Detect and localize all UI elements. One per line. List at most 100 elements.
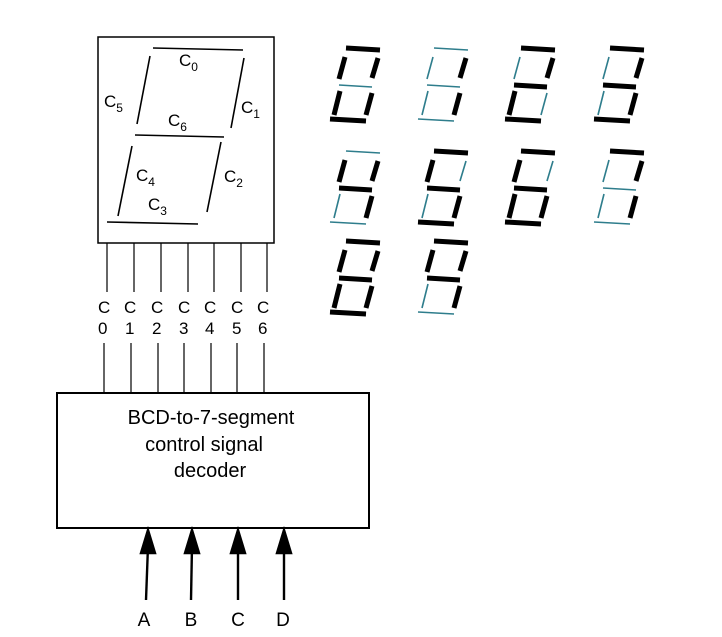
input-arrow-a bbox=[139, 525, 157, 601]
digit-7-segment-c3-off bbox=[593, 221, 631, 225]
digit-5-segment-c5-on bbox=[424, 159, 436, 183]
input-arrow-c bbox=[229, 525, 247, 600]
input-label-b: B bbox=[185, 610, 198, 631]
pin-label-c3-top: C bbox=[178, 298, 190, 317]
digit-9-segment-c4-off bbox=[421, 283, 429, 309]
pin-label-c0-bottom: 0 bbox=[98, 319, 107, 338]
segment-c6 bbox=[134, 134, 225, 138]
digit-8 bbox=[329, 238, 381, 317]
digit-1-segment-c5-off bbox=[426, 56, 434, 80]
segment-c0 bbox=[152, 47, 244, 51]
digit-3-segment-c6-on bbox=[602, 82, 637, 90]
pin-label-c3-bottom: 3 bbox=[179, 319, 188, 338]
digit-4-segment-c0-off bbox=[345, 150, 381, 154]
segment-label-c3: C3 bbox=[148, 195, 167, 218]
display-pins bbox=[106, 243, 268, 292]
digit-5-segment-c2-on bbox=[451, 195, 463, 219]
pin-label-c1-bottom: 1 bbox=[125, 319, 134, 338]
digit-5 bbox=[417, 148, 469, 227]
digit-2-segment-c5-off bbox=[513, 56, 521, 80]
digit-0 bbox=[329, 45, 381, 124]
pin-label-c6-bottom: 6 bbox=[258, 319, 267, 338]
segment-c5 bbox=[136, 55, 151, 125]
digit-2-segment-c2-off bbox=[540, 92, 548, 116]
digit-2-segment-c4-on bbox=[506, 90, 518, 116]
decoder-wires bbox=[103, 343, 265, 393]
digit-8-segment-c5-on bbox=[336, 249, 348, 273]
digit-3-segment-c5-off bbox=[602, 56, 610, 80]
digit-8-segment-c4-on bbox=[331, 283, 343, 309]
digit-1-segment-c2-on bbox=[451, 92, 463, 116]
digit-2-segment-c1-on bbox=[544, 57, 556, 79]
segment-label-c1: C1 bbox=[241, 98, 260, 121]
segment-label-c2: C2 bbox=[224, 167, 243, 190]
digit-0-segment-c4-on bbox=[331, 90, 343, 116]
digit-4-segment-c6-on bbox=[338, 185, 373, 193]
digit-0-segment-c6-off bbox=[338, 84, 373, 88]
digit-0-segment-c3-on bbox=[329, 116, 367, 124]
pin-labels: C 0 C 1 C 2 C 3 C 4 C 5 C 6 bbox=[98, 298, 269, 338]
segment-label-c5: C5 bbox=[104, 92, 123, 115]
digit-4-segment-c3-off bbox=[329, 221, 367, 225]
digit-1-segment-c0-off bbox=[433, 47, 469, 51]
digit-1-segment-c4-off bbox=[421, 90, 429, 116]
digit-7-segment-c2-on bbox=[627, 195, 639, 219]
digit-8-segment-c0-on bbox=[345, 238, 381, 246]
pin-label-c5-bottom: 5 bbox=[232, 319, 241, 338]
digit-0-segment-c0-on bbox=[345, 45, 381, 53]
digit-9-segment-c6-on bbox=[426, 275, 461, 283]
input-arrow-b bbox=[183, 525, 201, 601]
digit-3-segment-c2-on bbox=[627, 92, 639, 116]
digit-2-segment-c3-on bbox=[504, 116, 542, 124]
pin-label-c4-top: C bbox=[204, 298, 216, 317]
segment-c1 bbox=[230, 57, 245, 129]
digit-7-segment-c6-off bbox=[602, 187, 637, 191]
digit-8-segment-c6-on bbox=[338, 275, 373, 283]
digit-5-segment-c3-on bbox=[417, 219, 455, 227]
digit-2-segment-c0-on bbox=[520, 45, 556, 53]
segment-c3 bbox=[106, 221, 199, 225]
digit-9-segment-c0-on bbox=[433, 238, 469, 246]
digit-1-segment-c1-on bbox=[457, 57, 469, 79]
digit-6-segment-c6-on bbox=[513, 185, 548, 193]
digit-6-segment-c0-on bbox=[520, 148, 556, 156]
pin-label-c1-top: C bbox=[124, 298, 136, 317]
segment-label-c0: C0 bbox=[179, 51, 198, 74]
digit-5-segment-c6-on bbox=[426, 185, 461, 193]
decoder-title-line2: control signal bbox=[145, 434, 263, 456]
digit-3-segment-c4-off bbox=[597, 90, 605, 116]
display-housing bbox=[97, 36, 275, 244]
digit-8-segment-c1-on bbox=[369, 250, 381, 272]
digit-7-segment-c0-on bbox=[609, 148, 645, 156]
segment-labels: C0 C1 C2 C3 C4 C5 C6 bbox=[104, 51, 260, 218]
pin-label-c0-top: C bbox=[98, 298, 110, 317]
digit-8-segment-c3-on bbox=[329, 309, 367, 317]
digit-9-segment-c1-on bbox=[457, 250, 469, 272]
digit-3-segment-c1-on bbox=[633, 57, 645, 79]
digit-3-segment-c3-on bbox=[593, 116, 631, 124]
input-label-d: D bbox=[276, 610, 290, 631]
digit-4 bbox=[329, 150, 381, 225]
segment-c2 bbox=[206, 141, 222, 213]
digit-3-segment-c0-on bbox=[609, 45, 645, 53]
digit-1-segment-c6-off bbox=[426, 84, 461, 88]
digit-1 bbox=[417, 47, 469, 122]
input-arrow-d bbox=[275, 525, 293, 600]
digit-9-segment-c5-on bbox=[424, 249, 436, 273]
digit-5-segment-c1-off bbox=[459, 160, 467, 182]
digit-0-segment-c5-on bbox=[336, 56, 348, 80]
pin-label-c2-top: C bbox=[151, 298, 163, 317]
digit-9-segment-c2-on bbox=[451, 285, 463, 309]
digit-6-segment-c2-on bbox=[538, 195, 550, 219]
input-label-a: A bbox=[138, 610, 151, 631]
digit-4-segment-c5-on bbox=[336, 159, 348, 183]
digit-6-segment-c5-on bbox=[511, 159, 523, 183]
segment-label-c4: C4 bbox=[136, 166, 155, 189]
decoder-box bbox=[56, 392, 370, 529]
digit-7-segment-c5-off bbox=[602, 159, 610, 183]
segment-label-c6: C6 bbox=[168, 111, 187, 134]
digit-6-segment-c4-on bbox=[506, 193, 518, 219]
digit-7-segment-c4-off bbox=[597, 193, 605, 219]
